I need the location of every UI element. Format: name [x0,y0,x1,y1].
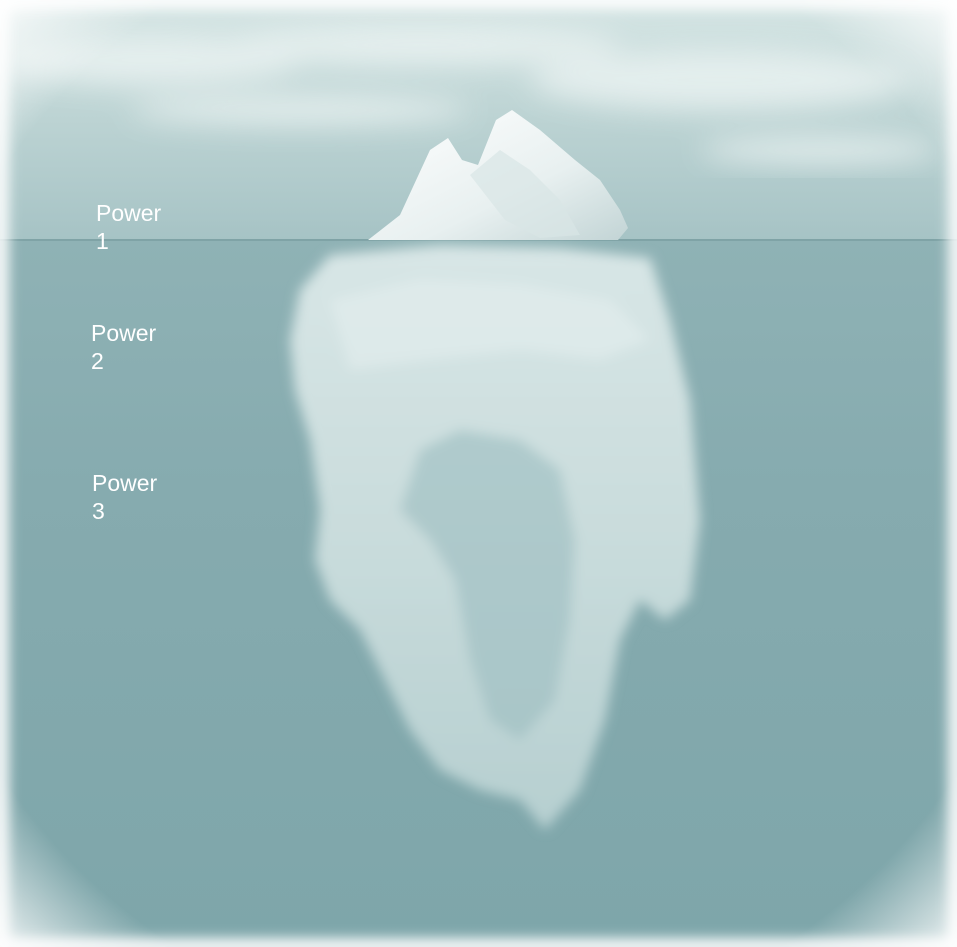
power-label-1-number: 1 [96,227,216,255]
power-label-2-number: 2 [91,347,211,375]
power-label-3: Power 3 [92,469,212,525]
power-label-3-number: 3 [92,497,212,525]
power-label-2: Power 2 [91,319,211,375]
power-label-1: Power 1 [96,199,216,255]
power-label-3-word: Power [92,469,212,497]
power-label-2-word: Power [91,319,211,347]
power-label-1-word: Power [96,199,216,227]
